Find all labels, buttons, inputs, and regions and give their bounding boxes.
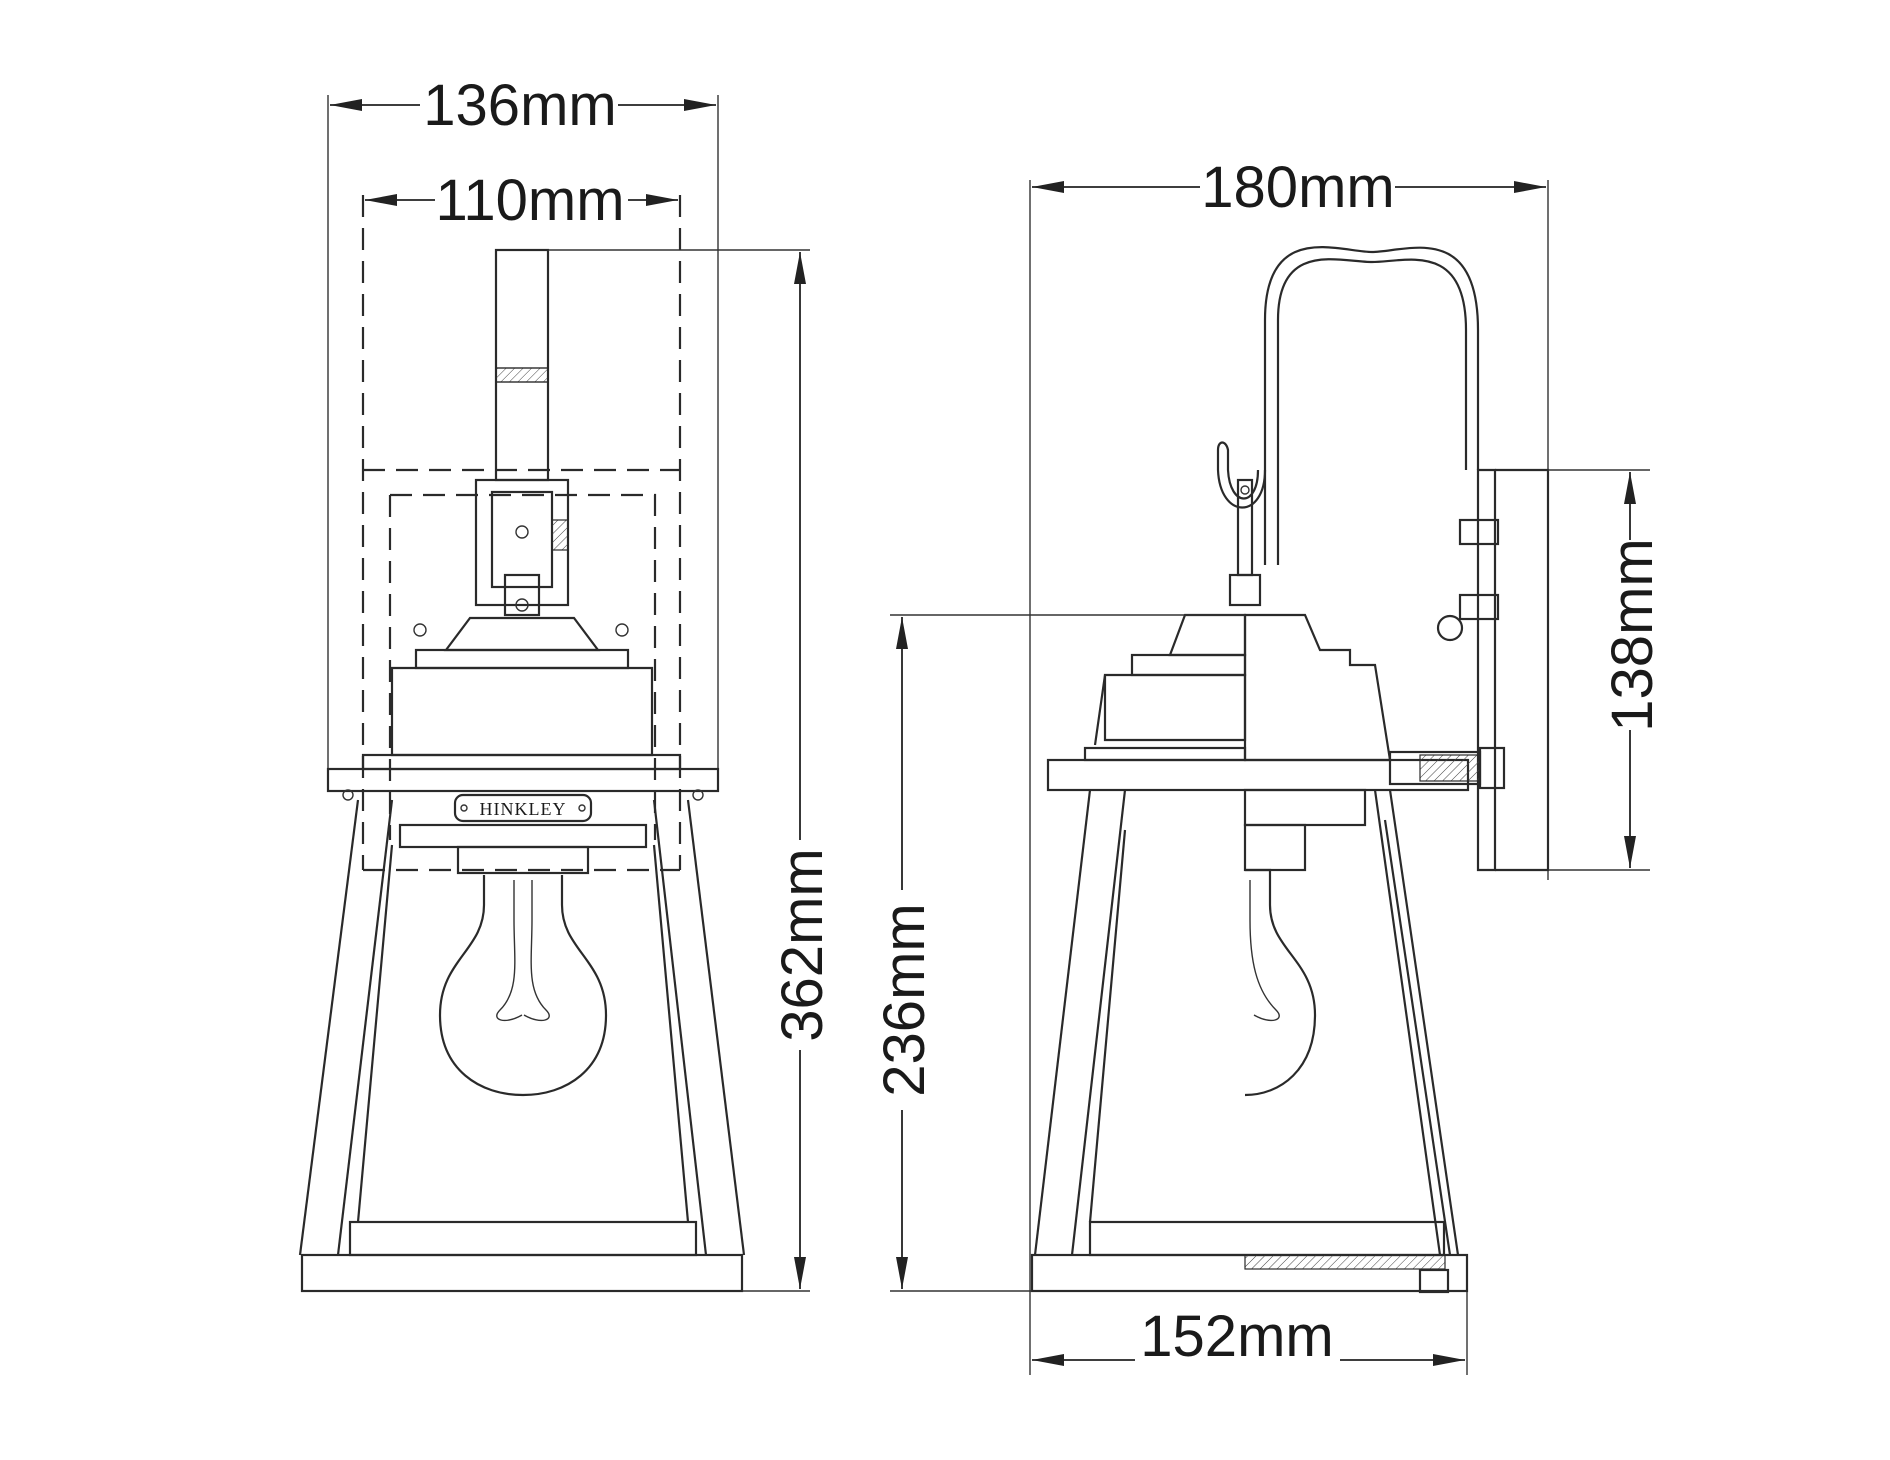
dim-side-base-width: 152mm <box>1032 1304 1465 1369</box>
dim-label-180: 180mm <box>1201 155 1394 220</box>
dim-label-236: 236mm <box>872 903 937 1096</box>
dim-label-362: 362mm <box>770 848 835 1041</box>
dim-side-body-height: 236mm <box>872 614 1245 1292</box>
dim-front-inner-width: 110mm <box>365 168 678 233</box>
dim-side-depth: 180mm <box>1032 155 1546 220</box>
dim-label-110: 110mm <box>435 168 624 233</box>
front-view: HINKLEY 136mm 110m <box>298 73 835 1293</box>
dim-front-height: 362mm <box>548 249 835 1292</box>
dim-front-outer-width: 136mm <box>330 73 716 138</box>
brand-plate: HINKLEY <box>453 793 593 823</box>
dim-label-136: 136mm <box>423 73 616 138</box>
dim-label-152: 152mm <box>1140 1304 1333 1369</box>
dim-label-138: 138mm <box>1600 538 1665 731</box>
brand-label: HINKLEY <box>480 799 567 819</box>
dim-side-backplate-height: 138mm <box>1548 469 1665 871</box>
side-view: 180mm 236mm 138mm 152mm <box>872 155 1665 1375</box>
